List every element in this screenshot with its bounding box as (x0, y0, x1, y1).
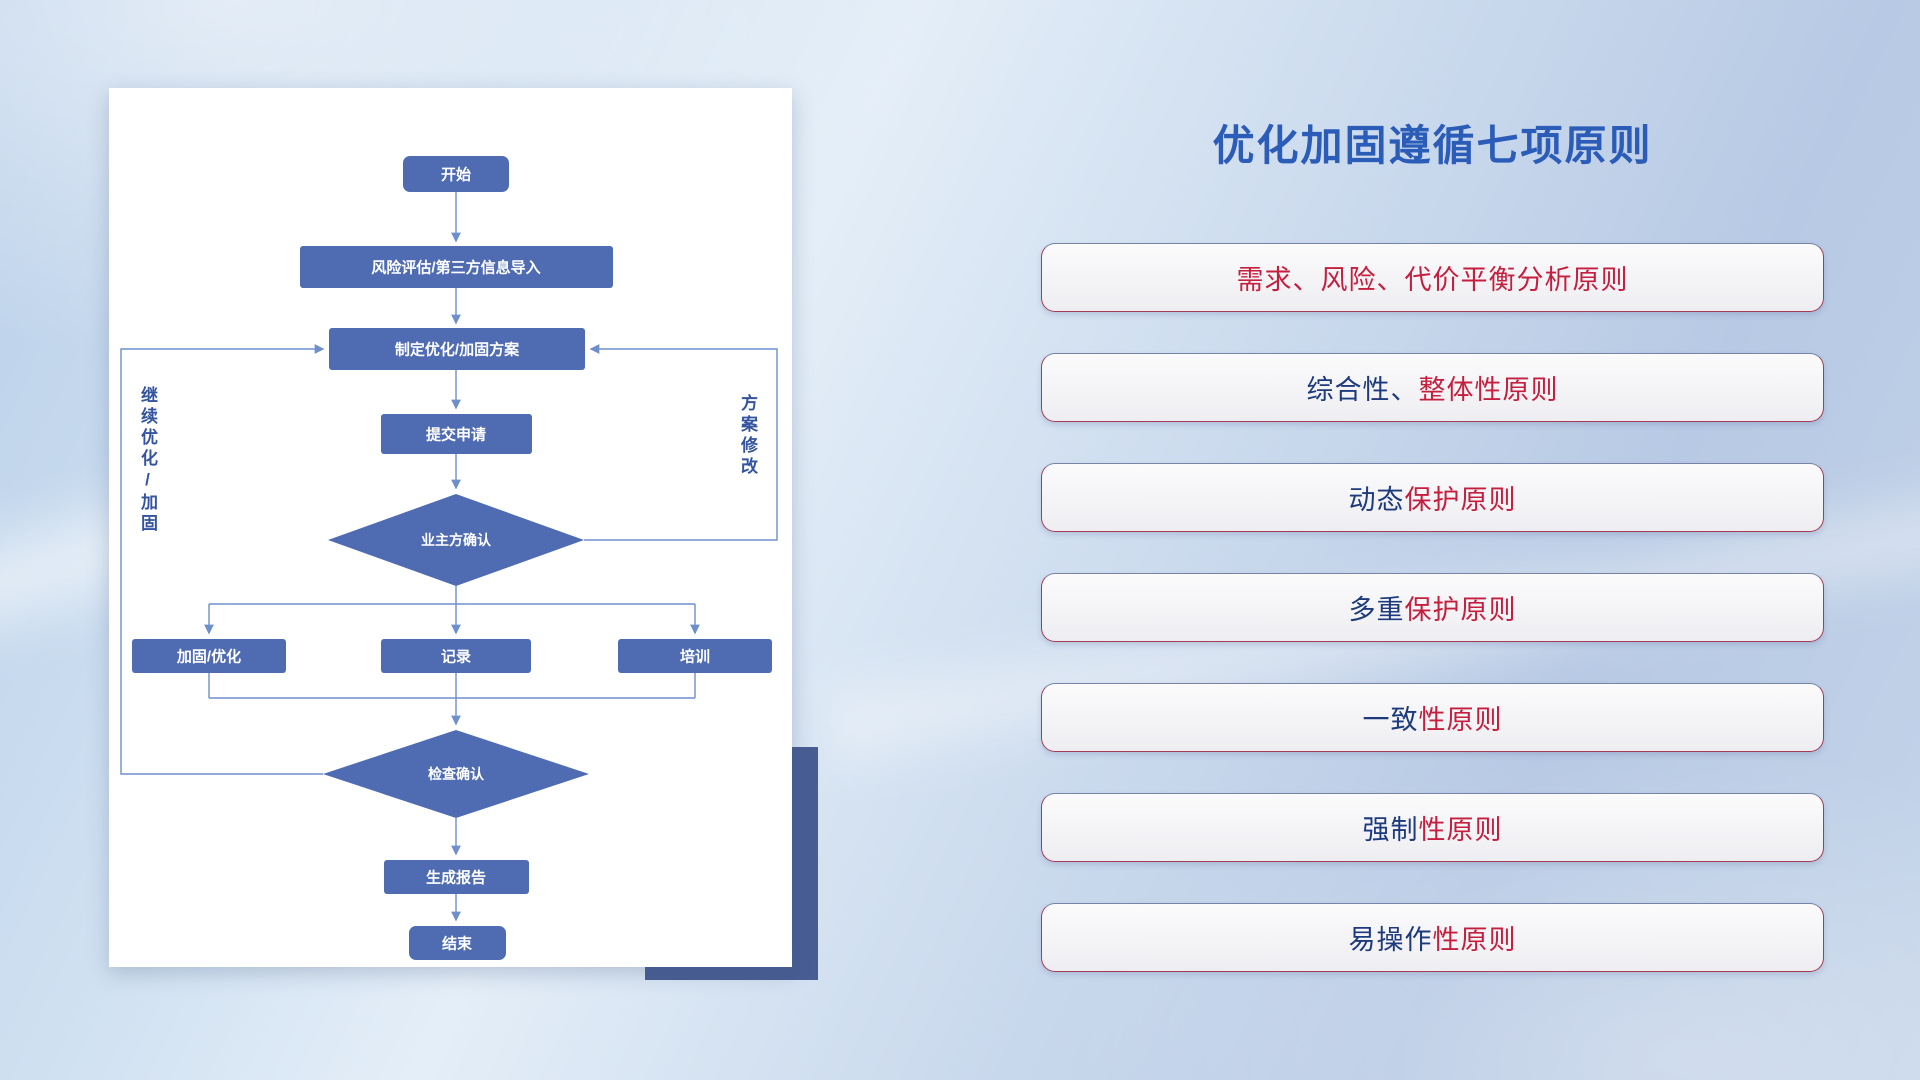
flow-node-reinforce-label: 加固/优化 (176, 648, 241, 666)
principle-2-rest: 整体性原则 (1418, 375, 1559, 405)
flow-node-training: 培训 (618, 639, 772, 673)
principle-4-rest: 保护原则 (1404, 595, 1517, 625)
principle-2-lead: 综合性、 (1306, 375, 1419, 405)
flow-node-end: 结束 (409, 926, 506, 960)
flow-node-end-label: 结束 (442, 935, 473, 953)
flow-node-start-label: 开始 (441, 166, 471, 184)
flow-node-record-label: 记录 (441, 649, 471, 666)
flow-label-continue-loop: 继续优化/加固 (138, 386, 157, 535)
principle-5-rest: 性原则 (1418, 705, 1503, 735)
flow-node-reinforce: 加固/优化 (132, 639, 286, 673)
flow-node-submit: 提交申请 (381, 414, 532, 454)
flow-node-start-shape (403, 156, 509, 192)
slide-title: 优化加固遵循七项原则 (1212, 122, 1653, 169)
principle-item-6: 强制性原则 (1041, 793, 1824, 862)
flow-node-report: 生成报告 (384, 860, 529, 894)
flow-node-risk-import-label: 风险评估/第三方信息导入 (371, 259, 540, 277)
flow-node-start: 开始 (403, 156, 509, 192)
flow-node-check-confirm: 检查确认 (323, 730, 589, 818)
principles-list: 需求、风险、代价平衡分析原则 综合性、整体性原则 动态保护原则 多重保护原则 一… (1041, 243, 1824, 972)
principle-6-lead: 强制 (1362, 815, 1419, 845)
principle-item-2: 综合性、整体性原则 (1041, 353, 1824, 422)
principle-item-5: 一致性原则 (1041, 683, 1824, 752)
principle-item-7: 易操作性原则 (1041, 903, 1824, 972)
principle-item-3: 动态保护原则 (1041, 463, 1824, 532)
principle-4-lead: 多重 (1348, 595, 1405, 625)
flowchart-card: 开始 风险评估/第三方信息导入 制定优化/加固方案 提交申请 业主方确认 加固/ (109, 88, 792, 967)
flowchart-canvas: 开始 风险评估/第三方信息导入 制定优化/加固方案 提交申请 业主方确认 加固/ (120, 156, 778, 960)
flow-node-report-label: 生成报告 (426, 869, 486, 887)
flow-node-owner-confirm: 业主方确认 (328, 494, 584, 586)
flow-node-owner-confirm-label: 业主方确认 (421, 532, 492, 548)
principle-3-rest: 保护原则 (1404, 485, 1517, 515)
principle-3-lead: 动态 (1348, 485, 1405, 515)
principle-7-lead: 易操作 (1348, 925, 1433, 955)
flow-node-submit-label: 提交申请 (426, 426, 486, 444)
principle-item-4: 多重保护原则 (1041, 573, 1824, 642)
flow-node-make-plan: 制定优化/加固方案 (329, 328, 585, 370)
flow-node-check-confirm-shape (323, 730, 589, 818)
flow-node-risk-import-shape (300, 246, 613, 288)
principle-1-rest: 需求、风险、代价平衡分析原则 (1236, 265, 1629, 295)
flow-node-make-plan-label: 制定优化/加固方案 (395, 341, 520, 359)
flow-label-plan-revision: 方案修改 (738, 394, 757, 478)
principle-item-1: 需求、风险、代价平衡分析原则 (1041, 243, 1824, 312)
principle-6-rest: 性原则 (1418, 815, 1503, 845)
flow-node-record: 记录 (381, 639, 531, 673)
principle-5-lead: 一致 (1362, 705, 1419, 735)
principle-7-rest: 性原则 (1432, 925, 1517, 955)
flow-node-training-label: 培训 (680, 648, 710, 666)
flow-node-report-shape (384, 860, 529, 894)
flow-node-risk-import: 风险评估/第三方信息导入 (300, 246, 613, 288)
flow-node-end-shape (409, 926, 506, 960)
flow-node-check-confirm-label: 检查确认 (428, 766, 485, 782)
